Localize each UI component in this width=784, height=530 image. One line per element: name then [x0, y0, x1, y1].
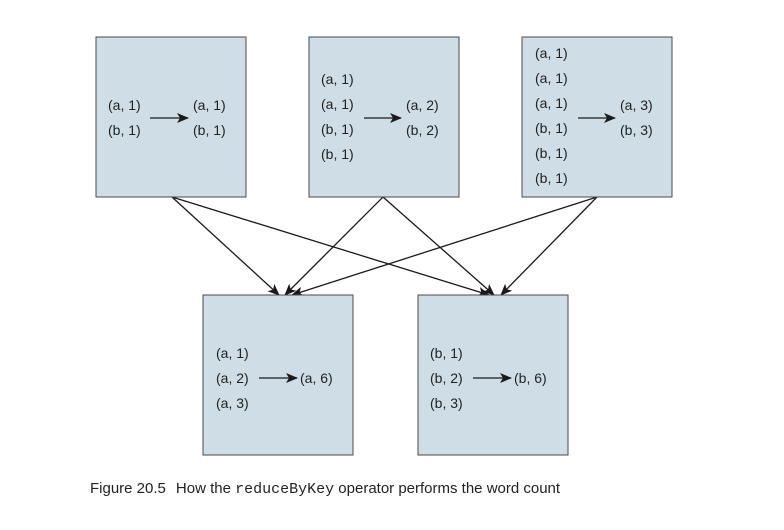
mapper-3-input-1: (a, 1)	[535, 45, 568, 61]
mapper-2-output-1: (a, 2)	[406, 97, 439, 113]
mapper-box-1: (a, 1) (b, 1) (a, 1) (b, 1)	[95, 36, 247, 198]
mapper-3-input-2: (a, 1)	[535, 70, 568, 86]
mapper-3-input-6: (b, 1)	[535, 170, 568, 186]
mapper-3-input-4: (b, 1)	[535, 120, 568, 136]
reducer-a-input-1: (a, 1)	[216, 345, 249, 361]
figure-number: Figure 20.5	[90, 480, 166, 497]
reducer-b-input-1: (b, 1)	[430, 345, 463, 361]
mapper-3-input-5: (b, 1)	[535, 145, 568, 161]
reducer-a-output: (a, 6)	[300, 370, 333, 386]
mapper-1-output-1: (a, 1)	[193, 97, 226, 113]
mapper-2-input-4: (b, 1)	[321, 146, 354, 162]
caption-code: reduceByKey	[235, 481, 335, 498]
mapper-1-input-1: (a, 1)	[108, 97, 141, 113]
reducer-box-a: (a, 1) (a, 2) (a, 3) (a, 6)	[202, 294, 354, 456]
reducer-a-input-2: (a, 2)	[216, 370, 249, 386]
mapper-box-2: (a, 1) (a, 1) (b, 1) (b, 1) (a, 2) (b, 2…	[308, 36, 460, 198]
edge-mapper2-to-reducer-b	[382, 196, 495, 296]
mapper-1-input-2: (b, 1)	[108, 122, 141, 138]
reducer-b-output: (b, 6)	[514, 370, 547, 386]
mapper-2-input-3: (b, 1)	[321, 121, 354, 137]
mapper-1-output-2: (b, 1)	[193, 122, 226, 138]
edge-mapper1-to-reducer-a	[171, 196, 280, 296]
edge-mapper2-to-reducer-a	[284, 196, 384, 296]
caption-text-before: How the	[175, 480, 236, 497]
mapper-2-input-1: (a, 1)	[321, 71, 354, 87]
mapper-3-output-1: (a, 3)	[620, 97, 653, 113]
mapper-2-output-2: (b, 2)	[406, 122, 439, 138]
shuffle-edges	[171, 196, 598, 297]
edge-mapper1-to-reducer-b	[171, 196, 490, 297]
edge-mapper3-to-reducer-a	[291, 196, 598, 297]
mapper-2-input-2: (a, 1)	[321, 96, 354, 112]
figure-caption: Figure 20.5 How the reduceByKey operator …	[90, 480, 560, 498]
reducer-b-input-2: (b, 2)	[430, 370, 463, 386]
mapper-box-3: (a, 1) (a, 1) (a, 1) (b, 1) (b, 1) (b, 1…	[521, 36, 673, 198]
caption-text-after: operator performs the word count	[334, 480, 561, 497]
mapper-3-output-2: (b, 3)	[620, 122, 653, 138]
edge-mapper3-to-reducer-b	[500, 196, 598, 296]
reducer-a-input-3: (a, 3)	[216, 395, 249, 411]
reducer-b-input-3: (b, 3)	[430, 395, 463, 411]
mapper-3-input-3: (a, 1)	[535, 95, 568, 111]
reducer-box-b: (b, 1) (b, 2) (b, 3) (b, 6)	[417, 294, 569, 456]
